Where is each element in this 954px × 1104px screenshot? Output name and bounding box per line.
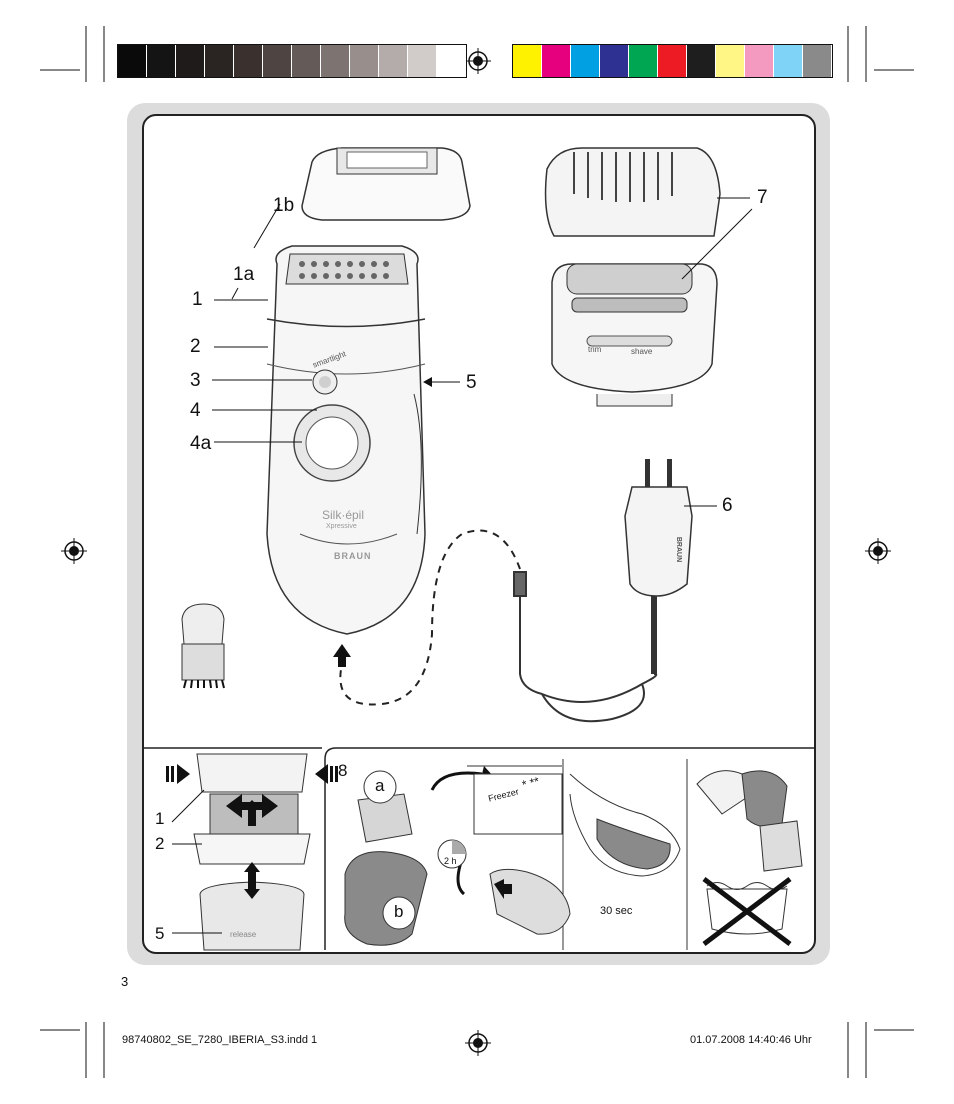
color-swatch [600,45,629,77]
cooling-glove-illustration [344,765,803,946]
color-swatch [687,45,716,77]
gray-swatch [408,45,437,77]
gray-swatch [147,45,176,77]
gray-swatch [263,45,292,77]
gray-swatch [292,45,321,77]
power-plug-illustration [624,459,693,674]
silk-epil-text: Silk·épil [322,508,365,522]
head-removal-illustration [166,753,338,951]
gray-swatch [234,45,263,77]
plug-braun-logo: BRAUN [675,536,683,563]
insert-arrow-icon [333,644,351,667]
30-sec-text: 30 sec [600,905,633,917]
time-2h-text: 2 h [444,856,457,866]
color-swatch [745,45,774,77]
color-swatch [803,45,832,77]
color-swatch [716,45,745,77]
epilator-cap-illustration [301,147,471,221]
label-head-5: 5 [155,924,165,943]
label-1b: 1b [273,195,295,216]
power-cable-illustration [513,571,658,723]
label-7: 7 [757,187,768,208]
trim-text: trim [588,345,602,354]
xpressive-text: Xpressive [326,523,357,530]
label-head-1: 1 [155,809,165,828]
label-1: 1 [192,289,203,310]
color-swatch [658,45,687,77]
color-swatch [571,45,600,77]
color-swatch [513,45,542,77]
shave-text: shave [631,347,653,356]
registration-mark-bottom [465,1030,491,1056]
label-1a: 1a [233,264,255,285]
label-5: 5 [466,372,477,393]
gray-swatch [176,45,205,77]
charging-connection-line [339,529,521,706]
label-4: 4 [190,400,201,421]
color-swatch [629,45,658,77]
label-2: 2 [190,336,201,357]
step-b-label: b [394,902,404,921]
gray-swatch [379,45,408,77]
color-swatch [774,45,803,77]
gray-swatch [437,45,466,77]
registration-mark-left [61,538,87,564]
process-color-bar [512,44,833,78]
footer-filename: 98740802_SE_7280_IBERIA_S3.indd 1 [122,1034,318,1046]
product-illustration [142,147,816,951]
registration-mark-right [865,538,891,564]
shaver-head-illustration [551,263,718,407]
label-3: 3 [190,370,201,391]
grayscale-color-bar [117,44,467,78]
gray-swatch [350,45,379,77]
trimmer-cap-illustration [544,147,721,237]
page-number: 3 [121,974,129,989]
label-6: 6 [722,495,733,516]
gray-swatch [321,45,350,77]
epilator-illustration [266,245,426,635]
gray-swatch [205,45,234,77]
footer-datetime: 01.07.2008 14:40:46 Uhr [690,1034,812,1046]
braun-logo: BRAUN [334,551,372,561]
cleaning-brush-illustration [181,603,225,689]
step-8-number: 8 [338,761,348,780]
gray-swatch [118,45,147,77]
registration-mark-top [465,48,491,74]
label-head-2: 2 [155,834,165,853]
step-a-label: a [375,776,385,795]
color-swatch [542,45,571,77]
release-button-text: release [230,930,257,939]
label-4a: 4a [190,433,212,454]
